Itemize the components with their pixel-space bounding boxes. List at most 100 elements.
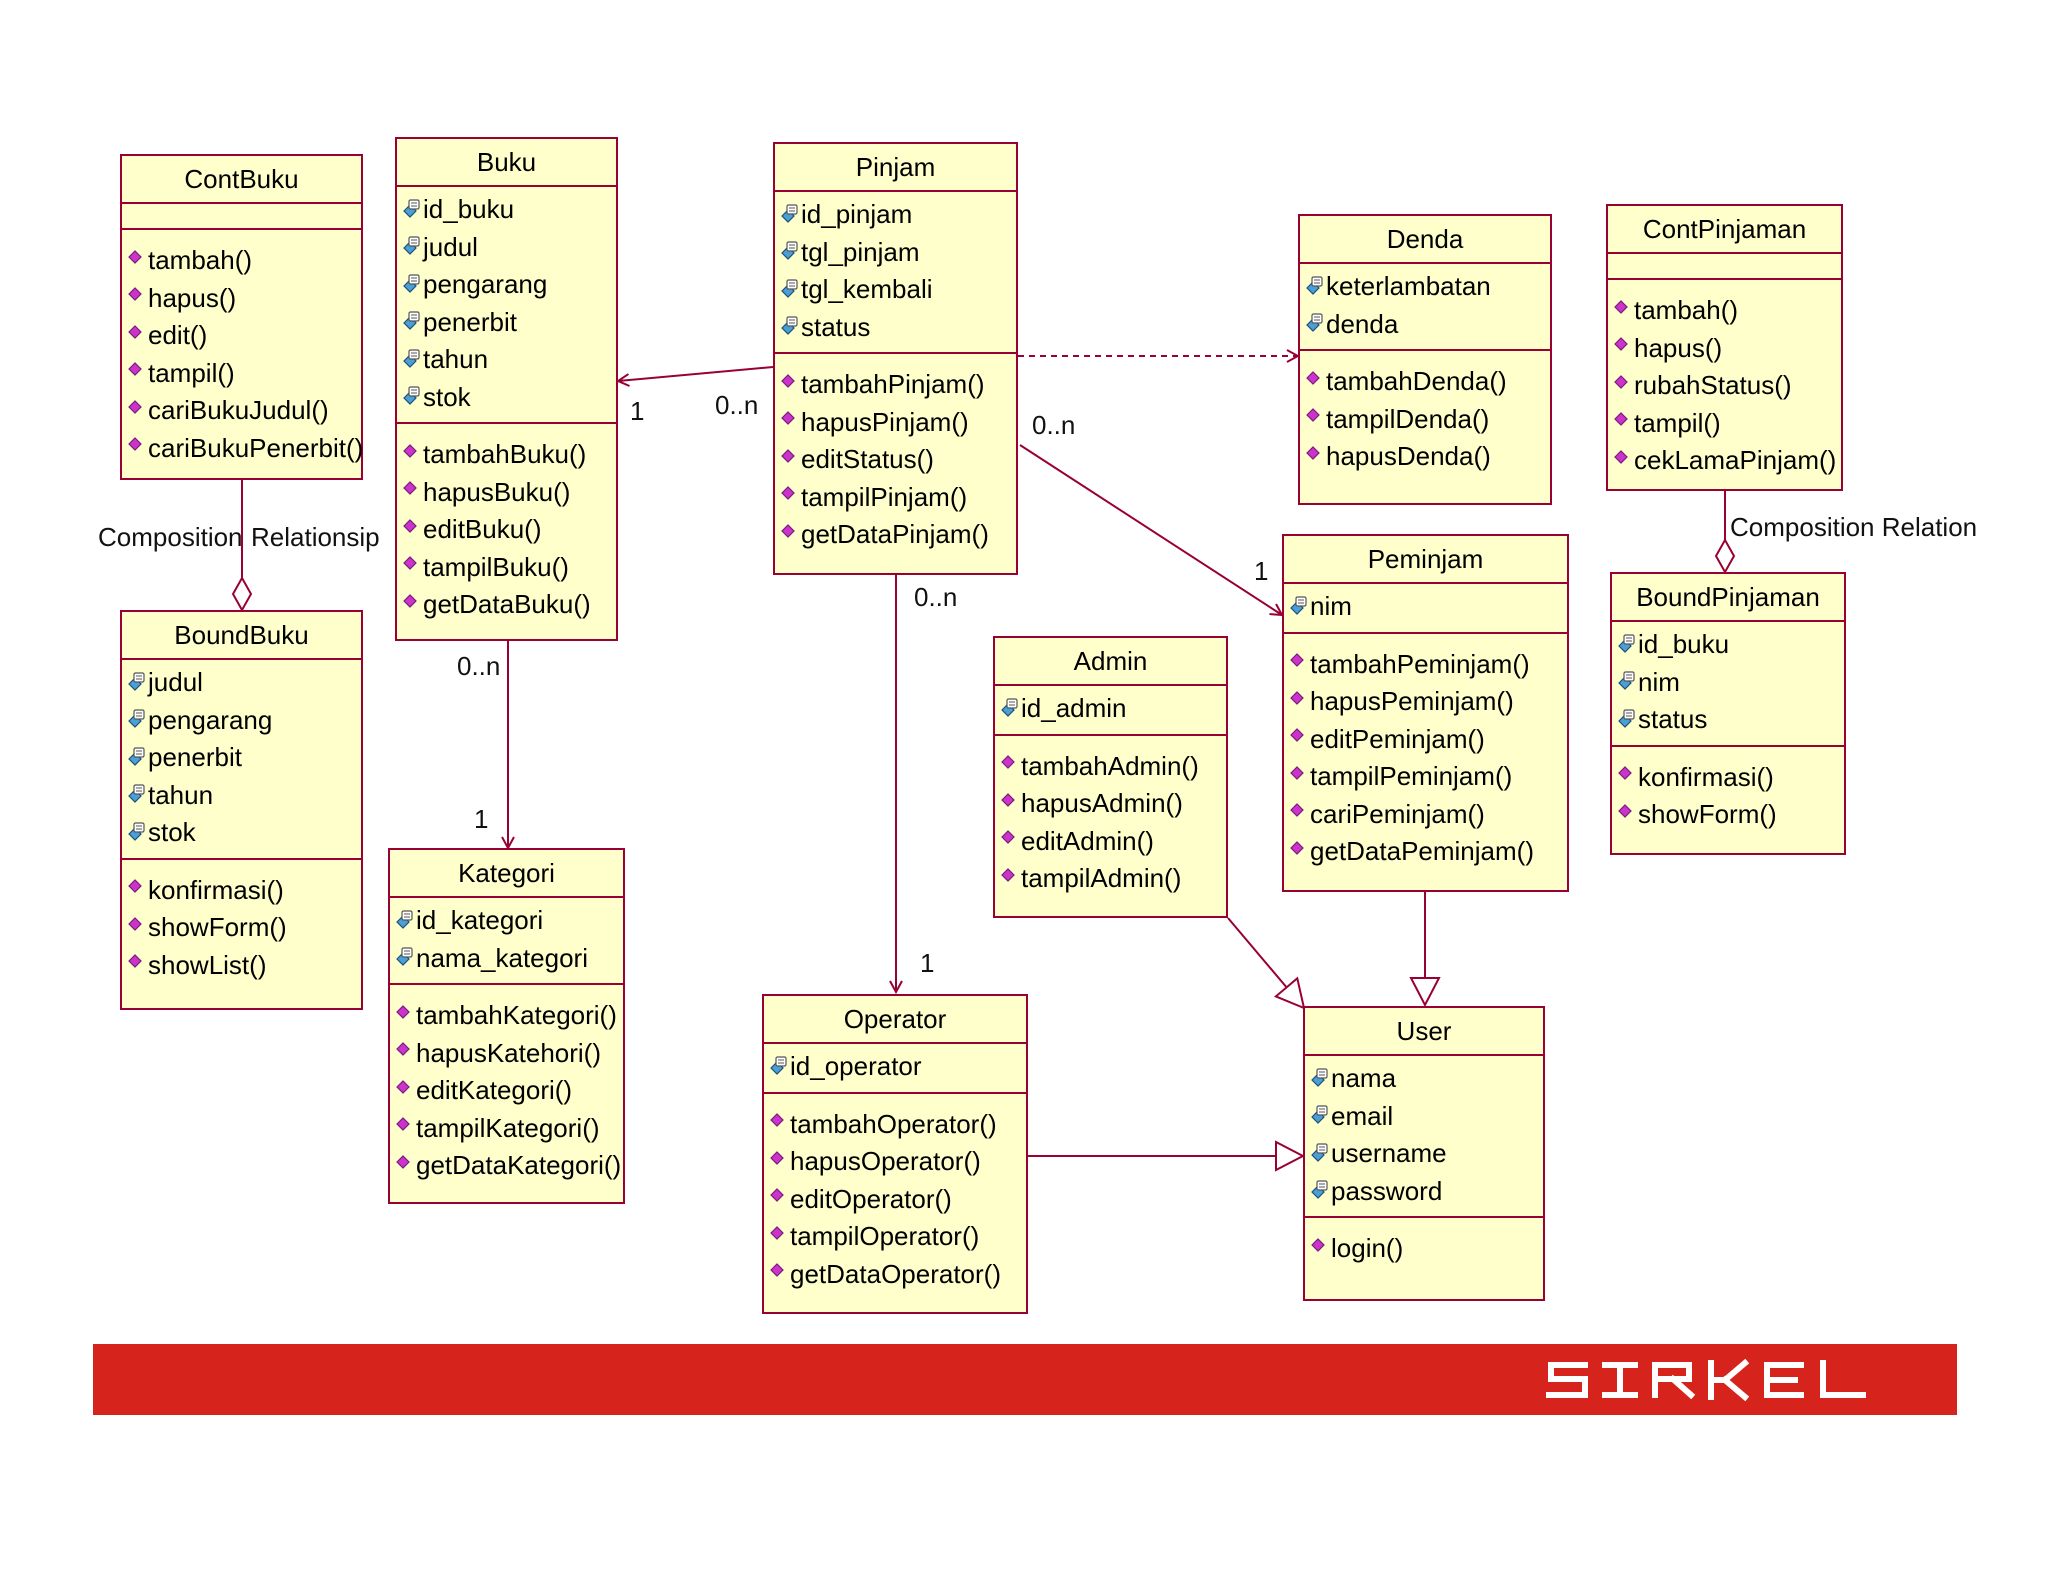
- operation-label: getDataPeminjam(): [1310, 836, 1534, 866]
- class-name: Denda: [1300, 216, 1550, 264]
- operation-label: hapus(): [1634, 332, 1723, 363]
- operation-icon: [126, 916, 146, 939]
- attribute-row: id_buku: [397, 191, 616, 229]
- attribute-label: username: [1331, 1138, 1447, 1168]
- operation-row: tampil(): [122, 355, 361, 393]
- operation-row: tambahAdmin(): [995, 748, 1226, 786]
- operation-row: tampilKategori(): [390, 1110, 623, 1148]
- operation-icon: [779, 523, 799, 546]
- operation-icon: [394, 1079, 414, 1102]
- operation-icon: [999, 792, 1019, 815]
- operation-label: tambahPeminjam(): [1310, 648, 1530, 679]
- operation-icon: [999, 755, 1019, 777]
- operation-icon: [1616, 803, 1636, 826]
- operation-icon: [999, 867, 1019, 890]
- operation-row: tambah(): [122, 242, 361, 280]
- class-name: Kategori: [390, 850, 623, 898]
- operation-icon: [768, 1263, 788, 1285]
- attribute-icon: [126, 784, 146, 806]
- operation-icon: [779, 486, 799, 508]
- class-name: User: [1305, 1008, 1543, 1056]
- operation-icon: [1288, 803, 1308, 825]
- attribute-icon: [126, 747, 146, 769]
- operation-row: getDataPeminjam(): [1284, 833, 1567, 871]
- operation-row: tambahPinjam(): [775, 366, 1016, 404]
- generalization-admin-user: [1227, 917, 1306, 1010]
- attribute-row: judul: [397, 229, 616, 267]
- attribute-row: tgl_pinjam: [775, 234, 1016, 272]
- operation-label: tambahBuku(): [423, 439, 587, 469]
- attribute-label: id_operator: [790, 1051, 922, 1081]
- assoc-pinjam-peminjam: [1019, 444, 1282, 615]
- attribute-icon: [1304, 313, 1324, 335]
- operation-label: konfirmasi(): [1638, 761, 1774, 792]
- operation-label: tampilDenda(): [1326, 403, 1490, 434]
- operation-row: hapus(): [1608, 330, 1841, 368]
- operation-label: editPeminjam(): [1310, 723, 1485, 754]
- attributes-section: [1608, 254, 1841, 280]
- attribute-icon: [126, 822, 146, 844]
- sirkel-logo: [1546, 1359, 1866, 1401]
- operation-icon: [779, 448, 799, 471]
- operations-section: tambahAdmin()hapusAdmin()editAdmin()tamp…: [995, 736, 1226, 904]
- operation-row: tampilOperator(): [764, 1218, 1026, 1256]
- operation-label: edit(): [148, 320, 208, 350]
- operations-section: tambahDenda()tampilDenda()hapusDenda(): [1300, 351, 1550, 482]
- attribute-icon: [1309, 1143, 1329, 1165]
- attribute-label: password: [1331, 1175, 1443, 1206]
- attribute-icon: [1309, 1105, 1329, 1127]
- operation-icon: [1612, 412, 1632, 434]
- operation-icon: [1304, 445, 1324, 468]
- attribute-label: nim: [1310, 591, 1352, 621]
- operation-row: getDataKategori(): [390, 1147, 623, 1185]
- operation-label: tambah(): [148, 245, 253, 275]
- operation-row: tampilPeminjam(): [1284, 758, 1567, 796]
- attributes-section: id_admin: [995, 686, 1226, 736]
- operation-icon: [1616, 766, 1636, 788]
- attribute-icon: [401, 386, 421, 408]
- operation-icon: [401, 443, 421, 466]
- operation-label: tambahAdmin(): [1021, 750, 1199, 781]
- attribute-row: keterlambatan: [1300, 268, 1550, 306]
- operation-row: showForm(): [122, 909, 361, 947]
- attributes-section: nim: [1284, 584, 1567, 634]
- operation-row: konfirmasi(): [122, 872, 361, 910]
- attribute-row: judul: [122, 664, 361, 702]
- operation-label: tampilPeminjam(): [1310, 761, 1513, 791]
- attribute-label: pengarang: [423, 269, 548, 299]
- operation-row: getDataOperator(): [764, 1256, 1026, 1294]
- operation-row: tampilBuku(): [397, 549, 616, 587]
- attribute-icon: [1304, 276, 1324, 298]
- attribute-icon: [1616, 671, 1636, 693]
- operation-row: login(): [1305, 1230, 1543, 1268]
- operation-label: editBuku(): [423, 514, 542, 544]
- operation-icon: [779, 373, 799, 396]
- attribute-label: id_pinjam: [801, 199, 913, 229]
- operations-section: konfirmasi()showForm()showList(): [122, 860, 361, 991]
- operation-row: editAdmin(): [995, 823, 1226, 861]
- operation-label: editStatus(): [801, 444, 934, 474]
- operation-label: cariPeminjam(): [1310, 798, 1485, 829]
- class-name: Peminjam: [1284, 536, 1567, 584]
- composition-label-left-a: Composition: [98, 522, 243, 552]
- multiplicity-kategori-one: 1: [474, 804, 489, 834]
- attribute-icon: [779, 204, 799, 226]
- class-name: Buku: [397, 139, 616, 187]
- operation-icon: [126, 879, 146, 901]
- attribute-label: tgl_kembali: [801, 274, 933, 304]
- operation-row: editPeminjam(): [1284, 721, 1567, 759]
- attribute-icon: [1309, 1180, 1329, 1202]
- operation-row: edit(): [122, 317, 361, 355]
- operation-icon: [126, 399, 146, 422]
- operation-icon: [768, 1113, 788, 1135]
- attribute-row: nim: [1612, 664, 1844, 702]
- attribute-label: tahun: [148, 779, 214, 810]
- operation-label: hapusPeminjam(): [1310, 686, 1514, 716]
- operation-label: hapusBuku(): [423, 476, 571, 507]
- attribute-label: nim: [1638, 666, 1680, 697]
